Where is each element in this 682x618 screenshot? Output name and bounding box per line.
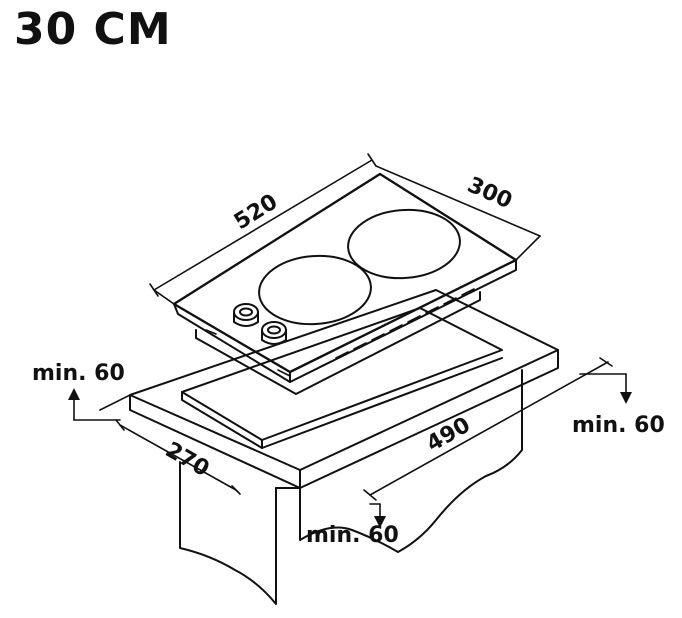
arrow-up-left [68, 388, 80, 400]
cooking-zone-rear [347, 208, 461, 280]
clearance-label-left: min. 60 [32, 361, 125, 386]
control-knob-1 [233, 303, 259, 327]
dim-label-300: 300 [464, 173, 516, 215]
arrow-down-front [374, 516, 386, 528]
arrow-down-right [620, 392, 632, 404]
cabinet [129, 289, 559, 605]
cooking-zone-front [258, 254, 372, 326]
hob [172, 172, 518, 395]
hob-vents [205, 288, 475, 377]
dimension-lines [73, 153, 627, 521]
control-knob-2 [261, 321, 287, 345]
clearance-label-front: min. 60 [306, 523, 399, 548]
page-title: 30 CM [14, 4, 172, 55]
clearance-label-right: min. 60 [572, 413, 665, 438]
